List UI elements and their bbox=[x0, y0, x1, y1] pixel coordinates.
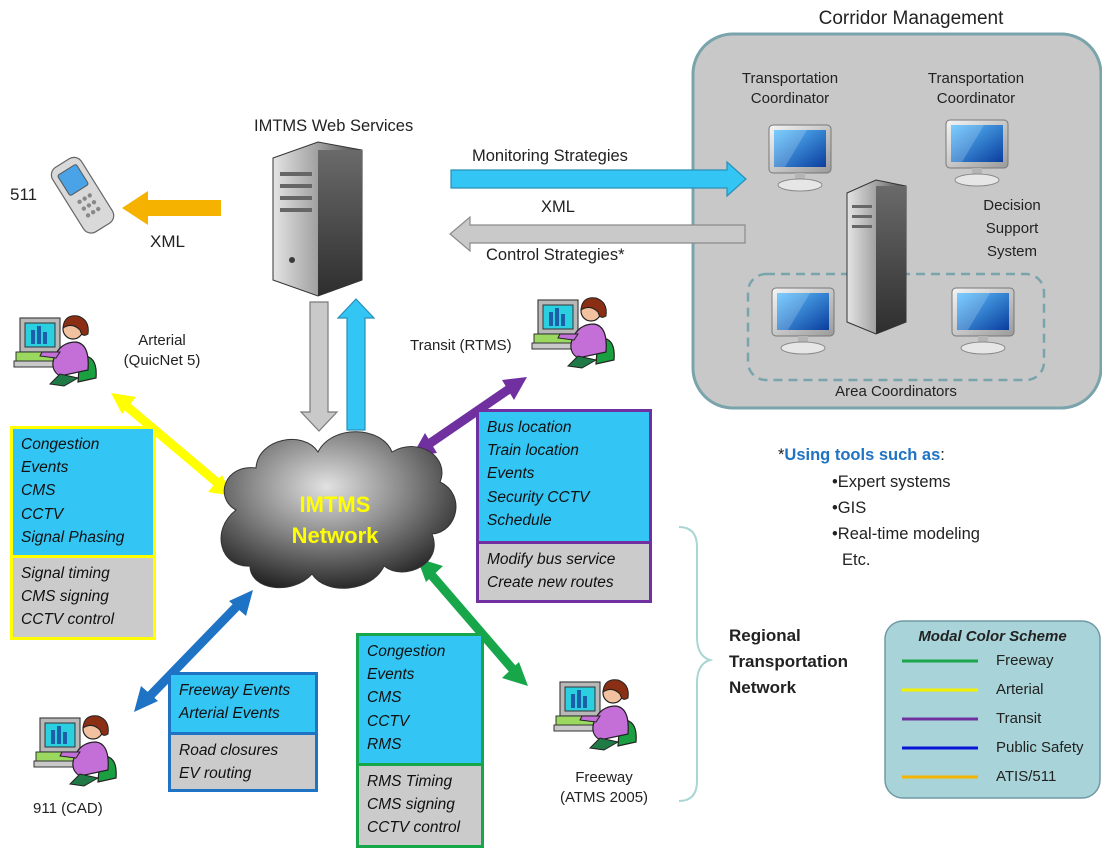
legend-title: Modal Color Scheme bbox=[918, 628, 1067, 645]
legend-item-label: Freeway bbox=[996, 652, 1054, 669]
tools-item: •GIS bbox=[832, 499, 867, 517]
area-coordinators-group bbox=[746, 272, 1046, 382]
legend-item-label: Transit bbox=[996, 710, 1042, 727]
web-services-server-icon bbox=[272, 141, 363, 297]
area-coordinators-label: Area Coordinators bbox=[835, 383, 957, 400]
imtms-network-cloud bbox=[220, 431, 457, 589]
web-to-network-arrow bbox=[299, 301, 339, 432]
network-to-web-arrow bbox=[336, 298, 376, 431]
transit-label: Transit (RTMS) bbox=[410, 337, 512, 354]
transit-operator-icon bbox=[531, 297, 615, 369]
tools-item: •Real-time modeling bbox=[832, 525, 980, 543]
legend-box bbox=[884, 620, 1101, 799]
monitoring-strategies-arrow bbox=[450, 160, 747, 198]
monitoring-strategies-label: Monitoring Strategies bbox=[472, 147, 628, 165]
decision-support-server-icon bbox=[846, 179, 907, 335]
tools-item: •Expert systems bbox=[832, 473, 951, 491]
control-strategies-label: Control Strategies* bbox=[486, 246, 625, 264]
arterial-operator-icon bbox=[13, 315, 97, 387]
legend-item-label: Public Safety bbox=[996, 739, 1084, 756]
corridor-title: Corridor Management bbox=[818, 8, 1004, 29]
freeway-operator-icon bbox=[553, 679, 637, 751]
freeway-label: Freeway(ATMS 2005) bbox=[559, 769, 649, 806]
regional-bracket bbox=[678, 526, 714, 802]
xml-return-label: XML bbox=[541, 198, 575, 216]
xml-511-label: XML bbox=[150, 232, 185, 251]
safety-link-arrow bbox=[134, 590, 253, 712]
tools-list: •Expert systems •GIS •Real-time modeling… bbox=[832, 469, 980, 573]
legend-item-label: Arterial bbox=[996, 681, 1044, 698]
911-label: 911 (CAD) bbox=[33, 800, 103, 817]
control-strategies-arrow bbox=[449, 215, 746, 253]
legend-item-label: ATIS/511 bbox=[996, 768, 1057, 785]
tools-heading: *Using tools such as: bbox=[778, 446, 945, 464]
911-operator-icon bbox=[33, 715, 117, 787]
arterial-label: Arterial(QuicNet 5) bbox=[123, 332, 201, 369]
tools-item: Etc. bbox=[842, 551, 871, 569]
511-label: 511 bbox=[10, 185, 38, 204]
xml-511-arrow bbox=[122, 191, 221, 225]
legend-lines bbox=[902, 659, 978, 779]
mobile-phone-icon bbox=[50, 156, 115, 234]
web-services-label: IMTMS Web Services bbox=[254, 117, 414, 135]
